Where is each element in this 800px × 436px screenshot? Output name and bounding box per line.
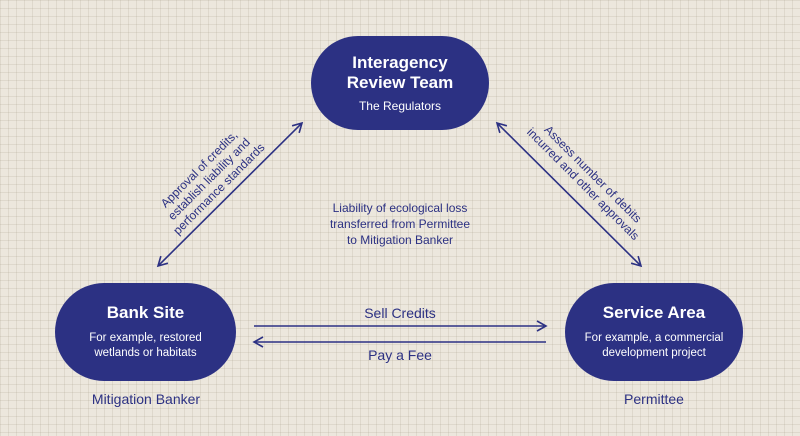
node-top-title-line2: Review Team [346,72,454,92]
interagency-review-team-node: Interagency Review Team The Regulators [311,36,489,130]
node-top-subtitle: The Regulators [358,98,442,113]
liability-transfer-note: Liability of ecological loss transferred… [300,200,500,248]
center-line2: transferred from Permittee [329,217,471,231]
node-left-subtitle: For example, restored wetlands or habita… [89,332,202,359]
node-right-subtitle: For example, a commercial development pr… [584,332,724,359]
node-left-title: Bank Site [106,303,185,322]
node-top-title-line1: Interagency [352,52,448,72]
node-right-title: Service Area [602,303,706,322]
mitigation-banker-role: Mitigation Banker [91,391,201,407]
center-line3: to Mitigation Banker [346,233,454,247]
permittee-role: Permittee [624,391,684,407]
pay-fee-label: Pay a Fee [368,347,432,363]
bank-site-node: Bank Site For example, restored wetlands… [55,283,236,381]
left-diagonal-arrow [156,121,304,268]
center-line1: Liability of ecological loss [332,201,468,215]
right-diagonal-arrow [495,121,643,268]
service-area-node: Service Area For example, a commercial d… [565,283,743,381]
sell-credits-label: Sell Credits [364,305,436,321]
